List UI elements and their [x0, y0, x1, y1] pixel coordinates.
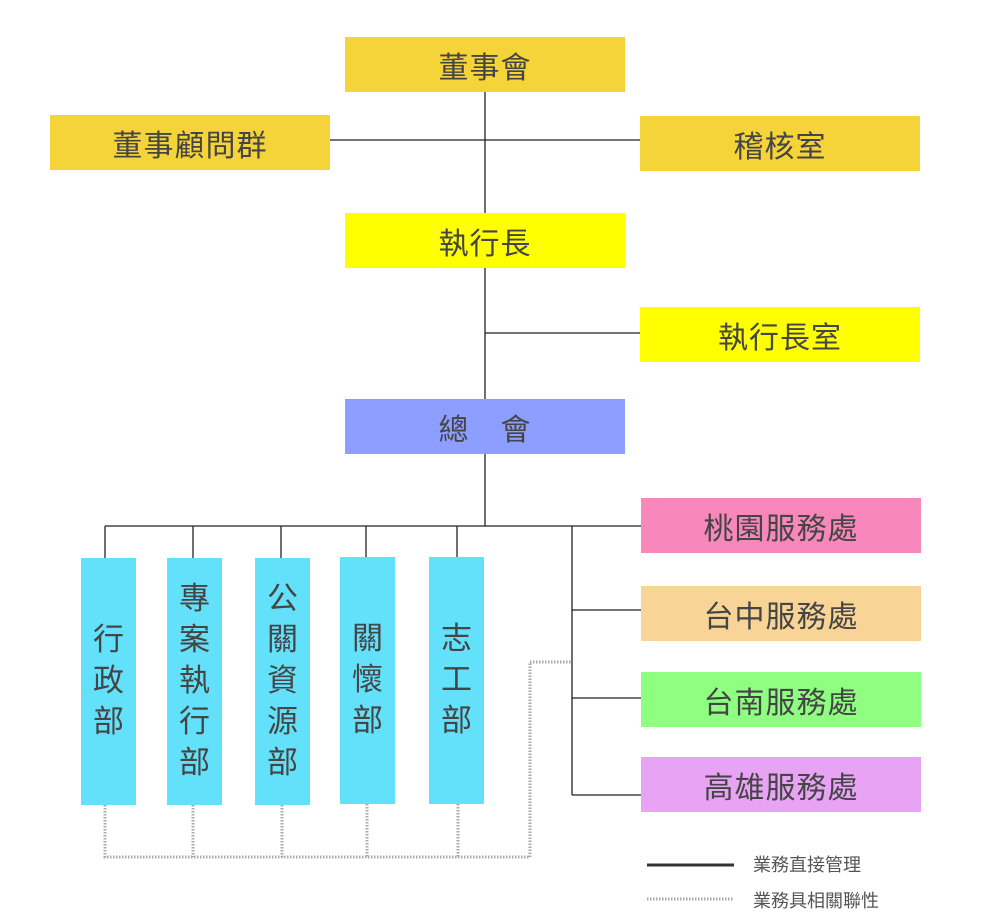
- node-audit: 稽核室: [640, 116, 920, 171]
- node-taichung: 台中服務處: [641, 586, 921, 641]
- dept-public-relations: 公關資源部: [255, 558, 310, 805]
- node-ceo: 執行長: [345, 213, 625, 268]
- legend-related-label: 業務具相關聯性: [753, 891, 879, 912]
- dotted-relation-line: [103, 660, 572, 859]
- dept-label: 公關資源部: [267, 581, 298, 781]
- dept-volunteer: 志工部: [429, 557, 484, 804]
- legend-direct-label: 業務直接管理: [753, 855, 861, 876]
- node-taoyuan: 桃園服務處: [641, 498, 921, 553]
- node-ceo-office: 執行長室: [640, 307, 920, 362]
- dept-label: 志工部: [441, 621, 472, 739]
- node-hq: 總 會: [345, 399, 625, 454]
- node-kaohsiung: 高雄服務處: [641, 757, 921, 812]
- dept-label: 關懷部: [352, 621, 383, 739]
- dept-admin: 行政部: [81, 558, 136, 805]
- node-tainan: 台南服務處: [641, 672, 921, 727]
- node-board: 董事會: [345, 37, 625, 92]
- dept-care: 關懷部: [340, 557, 395, 804]
- dept-label: 行政部: [93, 622, 124, 740]
- dept-label: 專案執行部: [179, 581, 210, 781]
- dept-projects: 專案執行部: [167, 558, 222, 805]
- node-advisors: 董事顧問群: [50, 115, 330, 170]
